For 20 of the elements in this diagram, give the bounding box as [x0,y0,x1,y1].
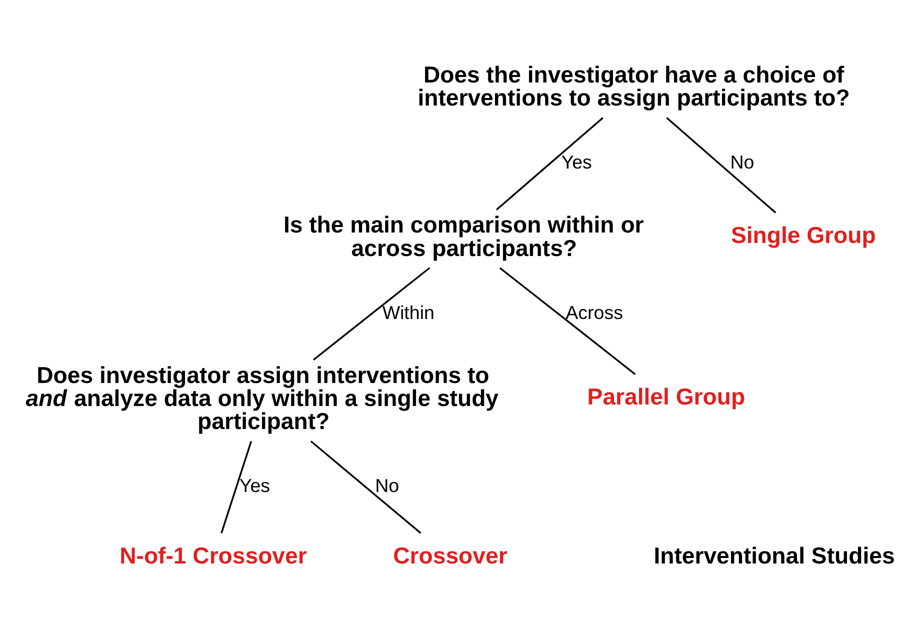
edge-label: No [730,151,754,172]
node-text: Single Group [730,221,876,248]
label: Interventional Studies [654,542,895,568]
edge-label: Within [382,301,434,322]
connector [310,440,422,534]
edge-label: Across [566,301,623,322]
edge-label: No [375,474,400,496]
node-text: Does investigator assign interventions to and analyze data only within a single study participant? [26,361,499,434]
node-text: Is the main comparison within or across participants? [283,211,644,260]
node-text: Crossover [393,542,508,568]
connector [666,116,776,213]
node-text: Parallel Group [587,382,746,409]
connector [220,440,252,533]
edge-label: Yes [239,474,270,496]
node-text: Does the investigator have a choice of interventions to assign participants to? [418,61,850,110]
connector [313,266,430,360]
connector [496,116,604,210]
node-text: N-of-1 Crossover [120,542,307,568]
connector [499,266,636,374]
edge-label: Yes [561,151,592,172]
